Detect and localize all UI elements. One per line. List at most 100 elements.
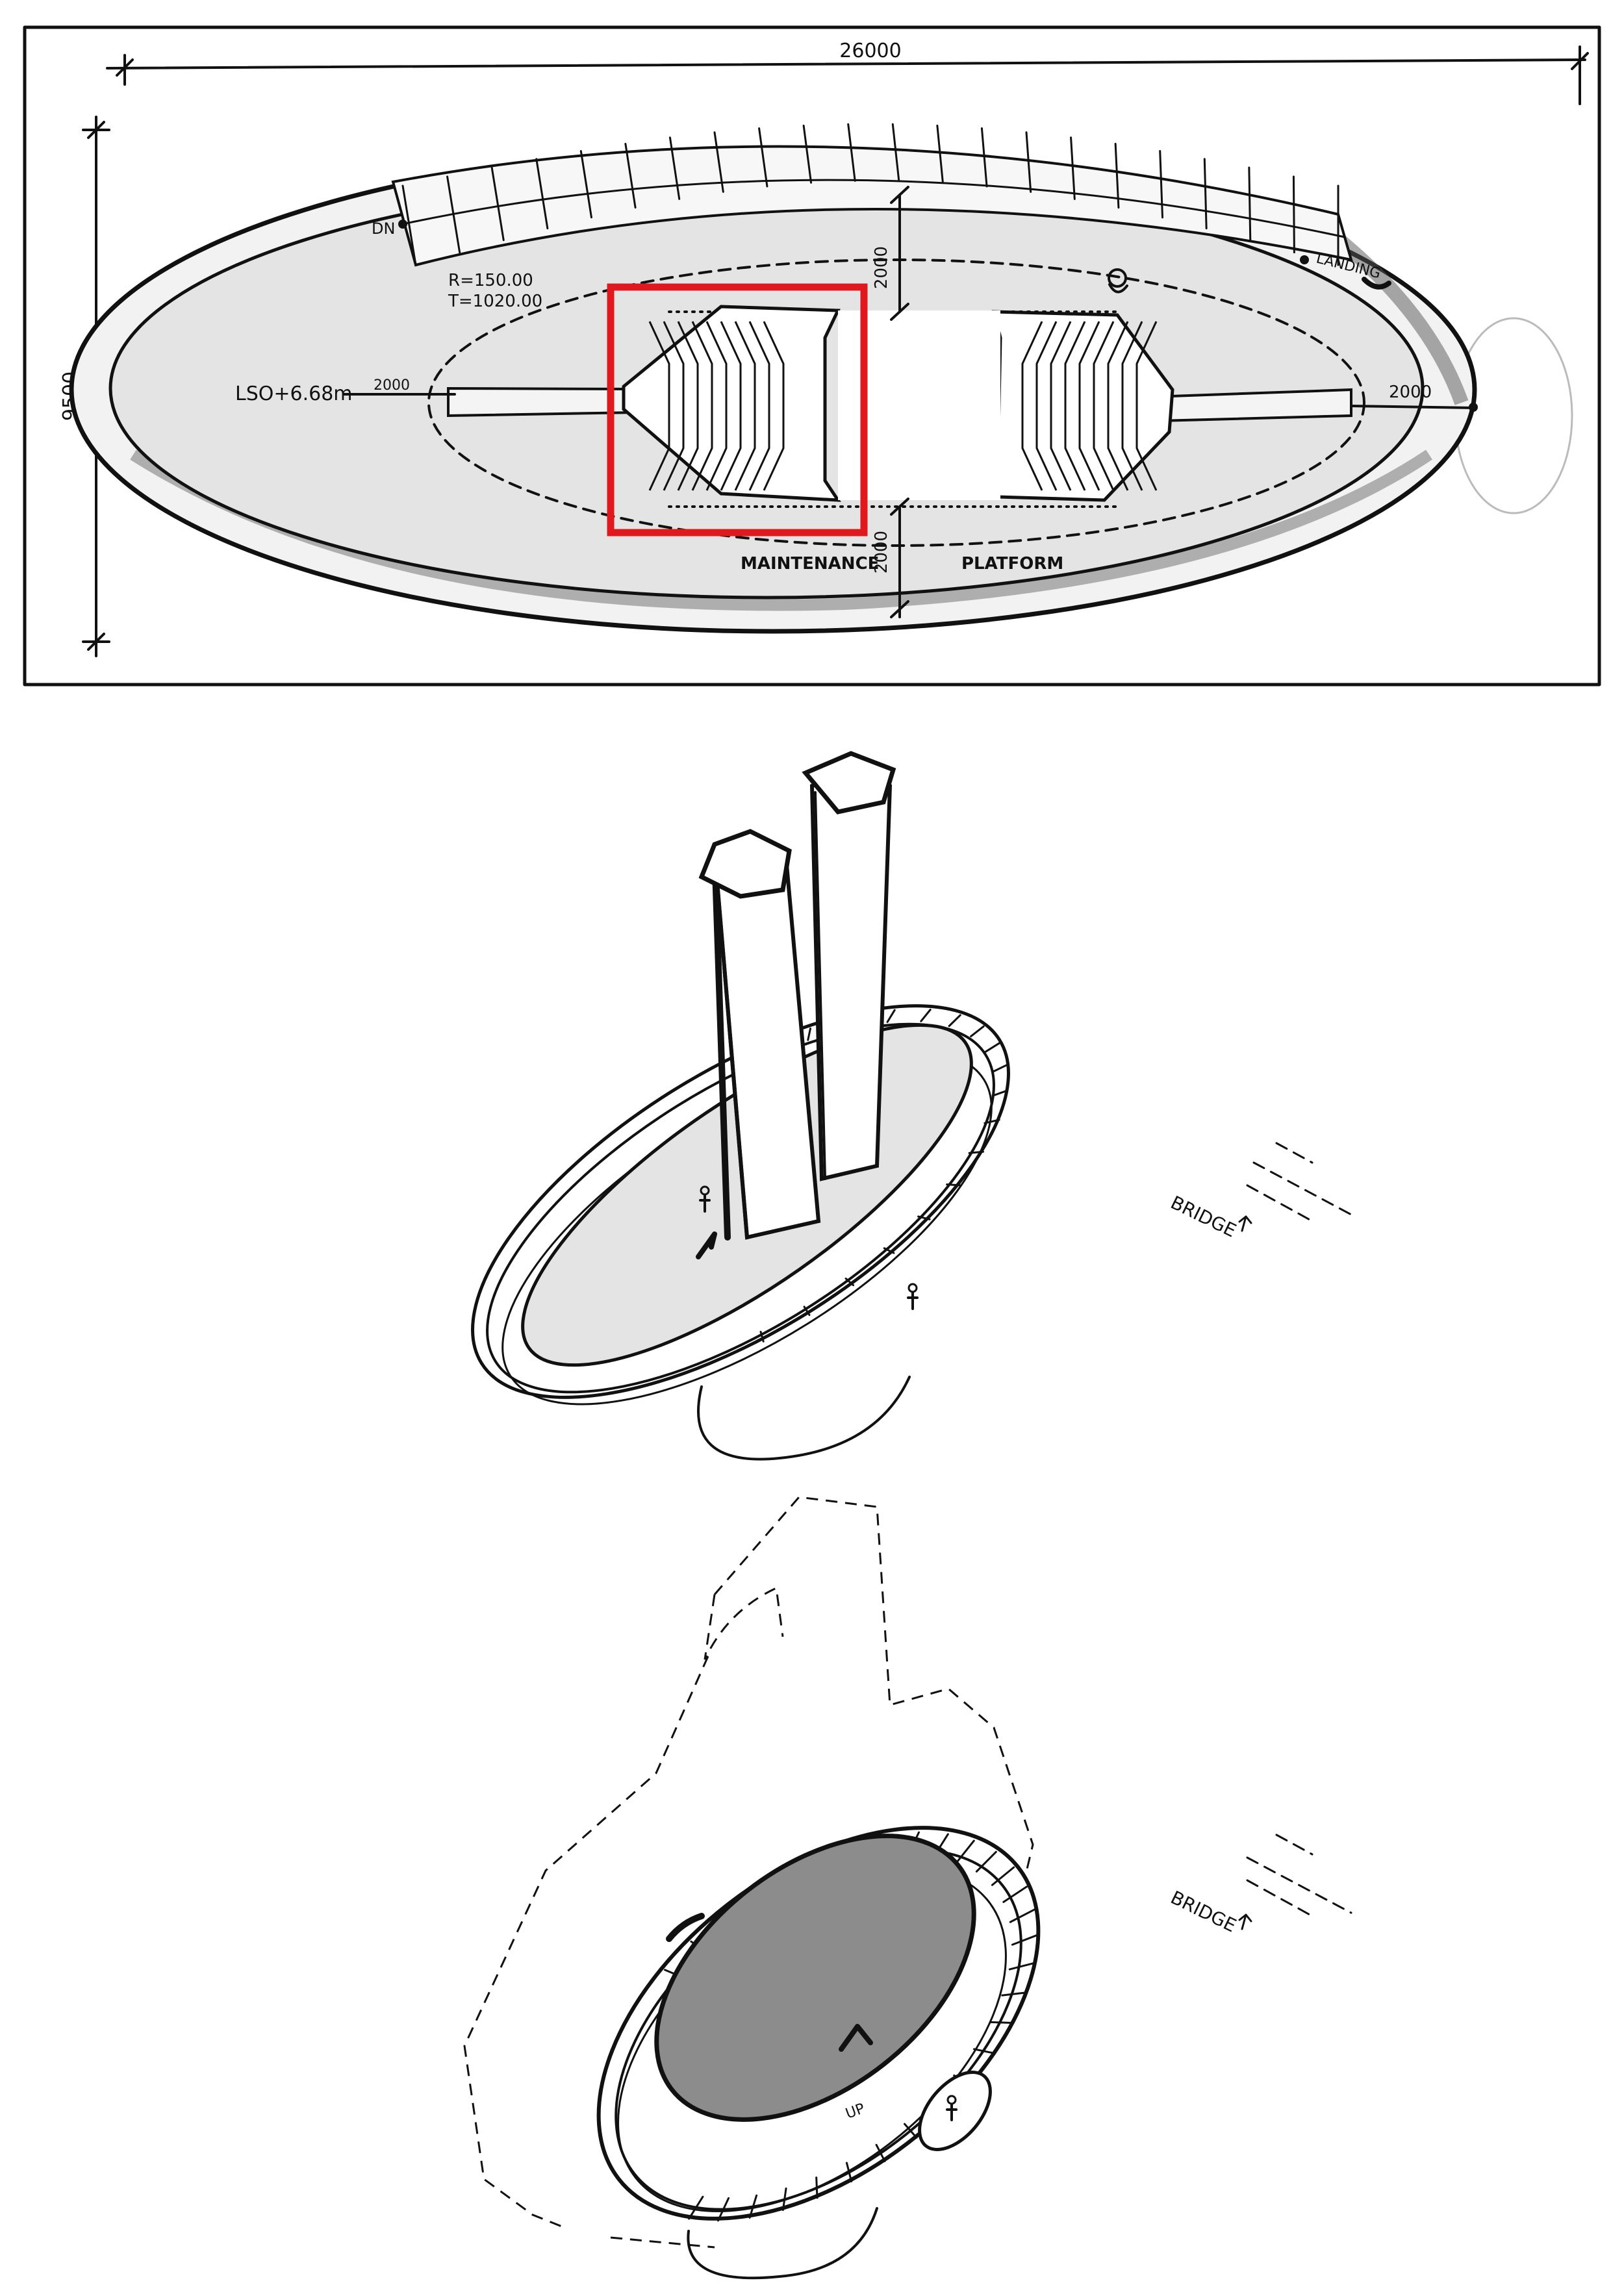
- tread-line: [807, 1028, 812, 1041]
- ghost-tower-outline: [463, 1496, 1034, 2229]
- tread-line: [984, 1042, 1001, 1053]
- tread-line: [1292, 175, 1295, 254]
- tread-line: [624, 142, 637, 209]
- tread-line: [490, 166, 505, 242]
- stair-chevron: [705, 321, 728, 491]
- axonometric-without-towers: UP BRIDGE: [463, 1496, 1352, 2280]
- tread-line: [989, 2021, 1014, 2025]
- tread-line: [688, 2195, 704, 2220]
- tread-line: [956, 1839, 975, 1863]
- tread-line: [975, 1850, 997, 1873]
- stair-chevron: [1064, 321, 1086, 491]
- tread-line: [781, 2187, 787, 2212]
- tread-line: [948, 1014, 961, 1028]
- tread-line: [875, 2143, 886, 2162]
- level-label: LSO+6.68m: [235, 383, 353, 405]
- stair-chevron: [763, 321, 785, 491]
- lower-bridge-label: BRIDGE: [1167, 1887, 1239, 1937]
- highlight-box: [607, 283, 868, 536]
- dn-label: DN: [372, 220, 395, 238]
- tread-line: [1159, 149, 1164, 219]
- top-clearance-label: 2000: [872, 246, 891, 289]
- stair-chevron: [648, 321, 670, 491]
- stair-chevron: [1050, 321, 1072, 491]
- stair-band: DN R=150.00 T=1020.00: [372, 123, 1353, 311]
- tread-line: [579, 149, 592, 219]
- tread-line: [991, 1089, 1009, 1097]
- tread-line: [917, 1215, 931, 1220]
- tread-line: [803, 1306, 811, 1317]
- bottom-clearance-label: 2000: [872, 531, 891, 574]
- person-symbol: [1108, 268, 1128, 294]
- tread-line: [713, 131, 724, 193]
- plan-view: 26000 9500 DN R=150.00 T=1020.: [23, 25, 1601, 687]
- upper-bridge-label: BRIDGE: [1167, 1192, 1239, 1242]
- length-dimension: 26000: [106, 40, 1589, 105]
- tread-line: [1002, 1886, 1028, 1903]
- stair-chevron: [1035, 321, 1058, 491]
- tread-line: [968, 1150, 984, 1154]
- tread-line: [668, 136, 681, 200]
- left-bridge-dim-label: 2000: [374, 377, 410, 394]
- central-void: [654, 1834, 976, 2122]
- right-tower-stairs: [1021, 321, 1158, 491]
- plan-frame: [23, 25, 1601, 687]
- tread-line: [1248, 166, 1252, 242]
- tread-line: [446, 175, 461, 254]
- axonometric-with-towers: BRIDGE: [471, 751, 1352, 1461]
- stair-chevron: [1107, 321, 1129, 491]
- tread-line: [891, 123, 900, 182]
- tread-line: [1001, 1991, 1027, 1997]
- tread-line: [759, 1330, 765, 1343]
- upper-bridge-annotation: BRIDGE: [1167, 1142, 1352, 1242]
- tread-line: [758, 127, 768, 188]
- tread-line: [401, 184, 417, 266]
- tower-left: [698, 829, 821, 1241]
- tread-line: [1025, 131, 1032, 193]
- clearance-dimensions: 2000 2000: [872, 186, 909, 618]
- level-annotation: LSO+6.68m 2000 2000: [235, 377, 1478, 412]
- right-bridge-dim-label: 2000: [1389, 383, 1432, 402]
- tread-line: [748, 2194, 758, 2219]
- tread-line: [980, 127, 988, 188]
- tread-line: [1114, 142, 1120, 209]
- tower-right: [802, 751, 896, 1181]
- stair-chevron: [1093, 321, 1115, 491]
- left-tower-stairs: [648, 321, 785, 491]
- tread-label: T=1020.00: [448, 292, 542, 311]
- stair-chevron: [677, 321, 699, 491]
- stair-chevron: [663, 321, 685, 491]
- tread-line: [991, 1866, 1015, 1886]
- stair-chevron: [1021, 321, 1043, 491]
- tread-line: [535, 158, 549, 230]
- tread-line: [936, 124, 944, 184]
- tread-line: [847, 123, 856, 182]
- platform-label-word-1: MAINTENANCE: [741, 554, 879, 574]
- tread-line: [992, 1063, 1009, 1073]
- stair-chevron: [720, 321, 742, 491]
- tread-line: [1070, 136, 1076, 200]
- stair-chevron: [691, 321, 713, 491]
- tread-line: [972, 2048, 996, 2054]
- tread-line: [1009, 1908, 1036, 1923]
- platform-label-word-2: PLATFORM: [961, 554, 1063, 574]
- tread-line: [845, 2162, 853, 2183]
- tread-line: [717, 2197, 730, 2222]
- tread-line: [970, 1025, 985, 1038]
- tread-line: [904, 2123, 918, 2139]
- tread-line: [983, 1118, 1000, 1124]
- stair-treads: [401, 123, 1339, 266]
- stair-chevron: [1121, 321, 1143, 491]
- stair-chevron: [734, 321, 756, 491]
- length-label: 26000: [839, 40, 901, 62]
- tread-line: [920, 1009, 932, 1022]
- tread-line: [1011, 1934, 1038, 1946]
- tread-line: [1203, 158, 1208, 230]
- stair-chevron: [1136, 321, 1158, 491]
- tread-line: [883, 1247, 895, 1254]
- radius-label: R=150.00: [448, 271, 533, 290]
- lower-bridge-annotation: BRIDGE: [1167, 1834, 1352, 1937]
- stair-chevron: [748, 321, 770, 491]
- tread-line: [1008, 1962, 1035, 1971]
